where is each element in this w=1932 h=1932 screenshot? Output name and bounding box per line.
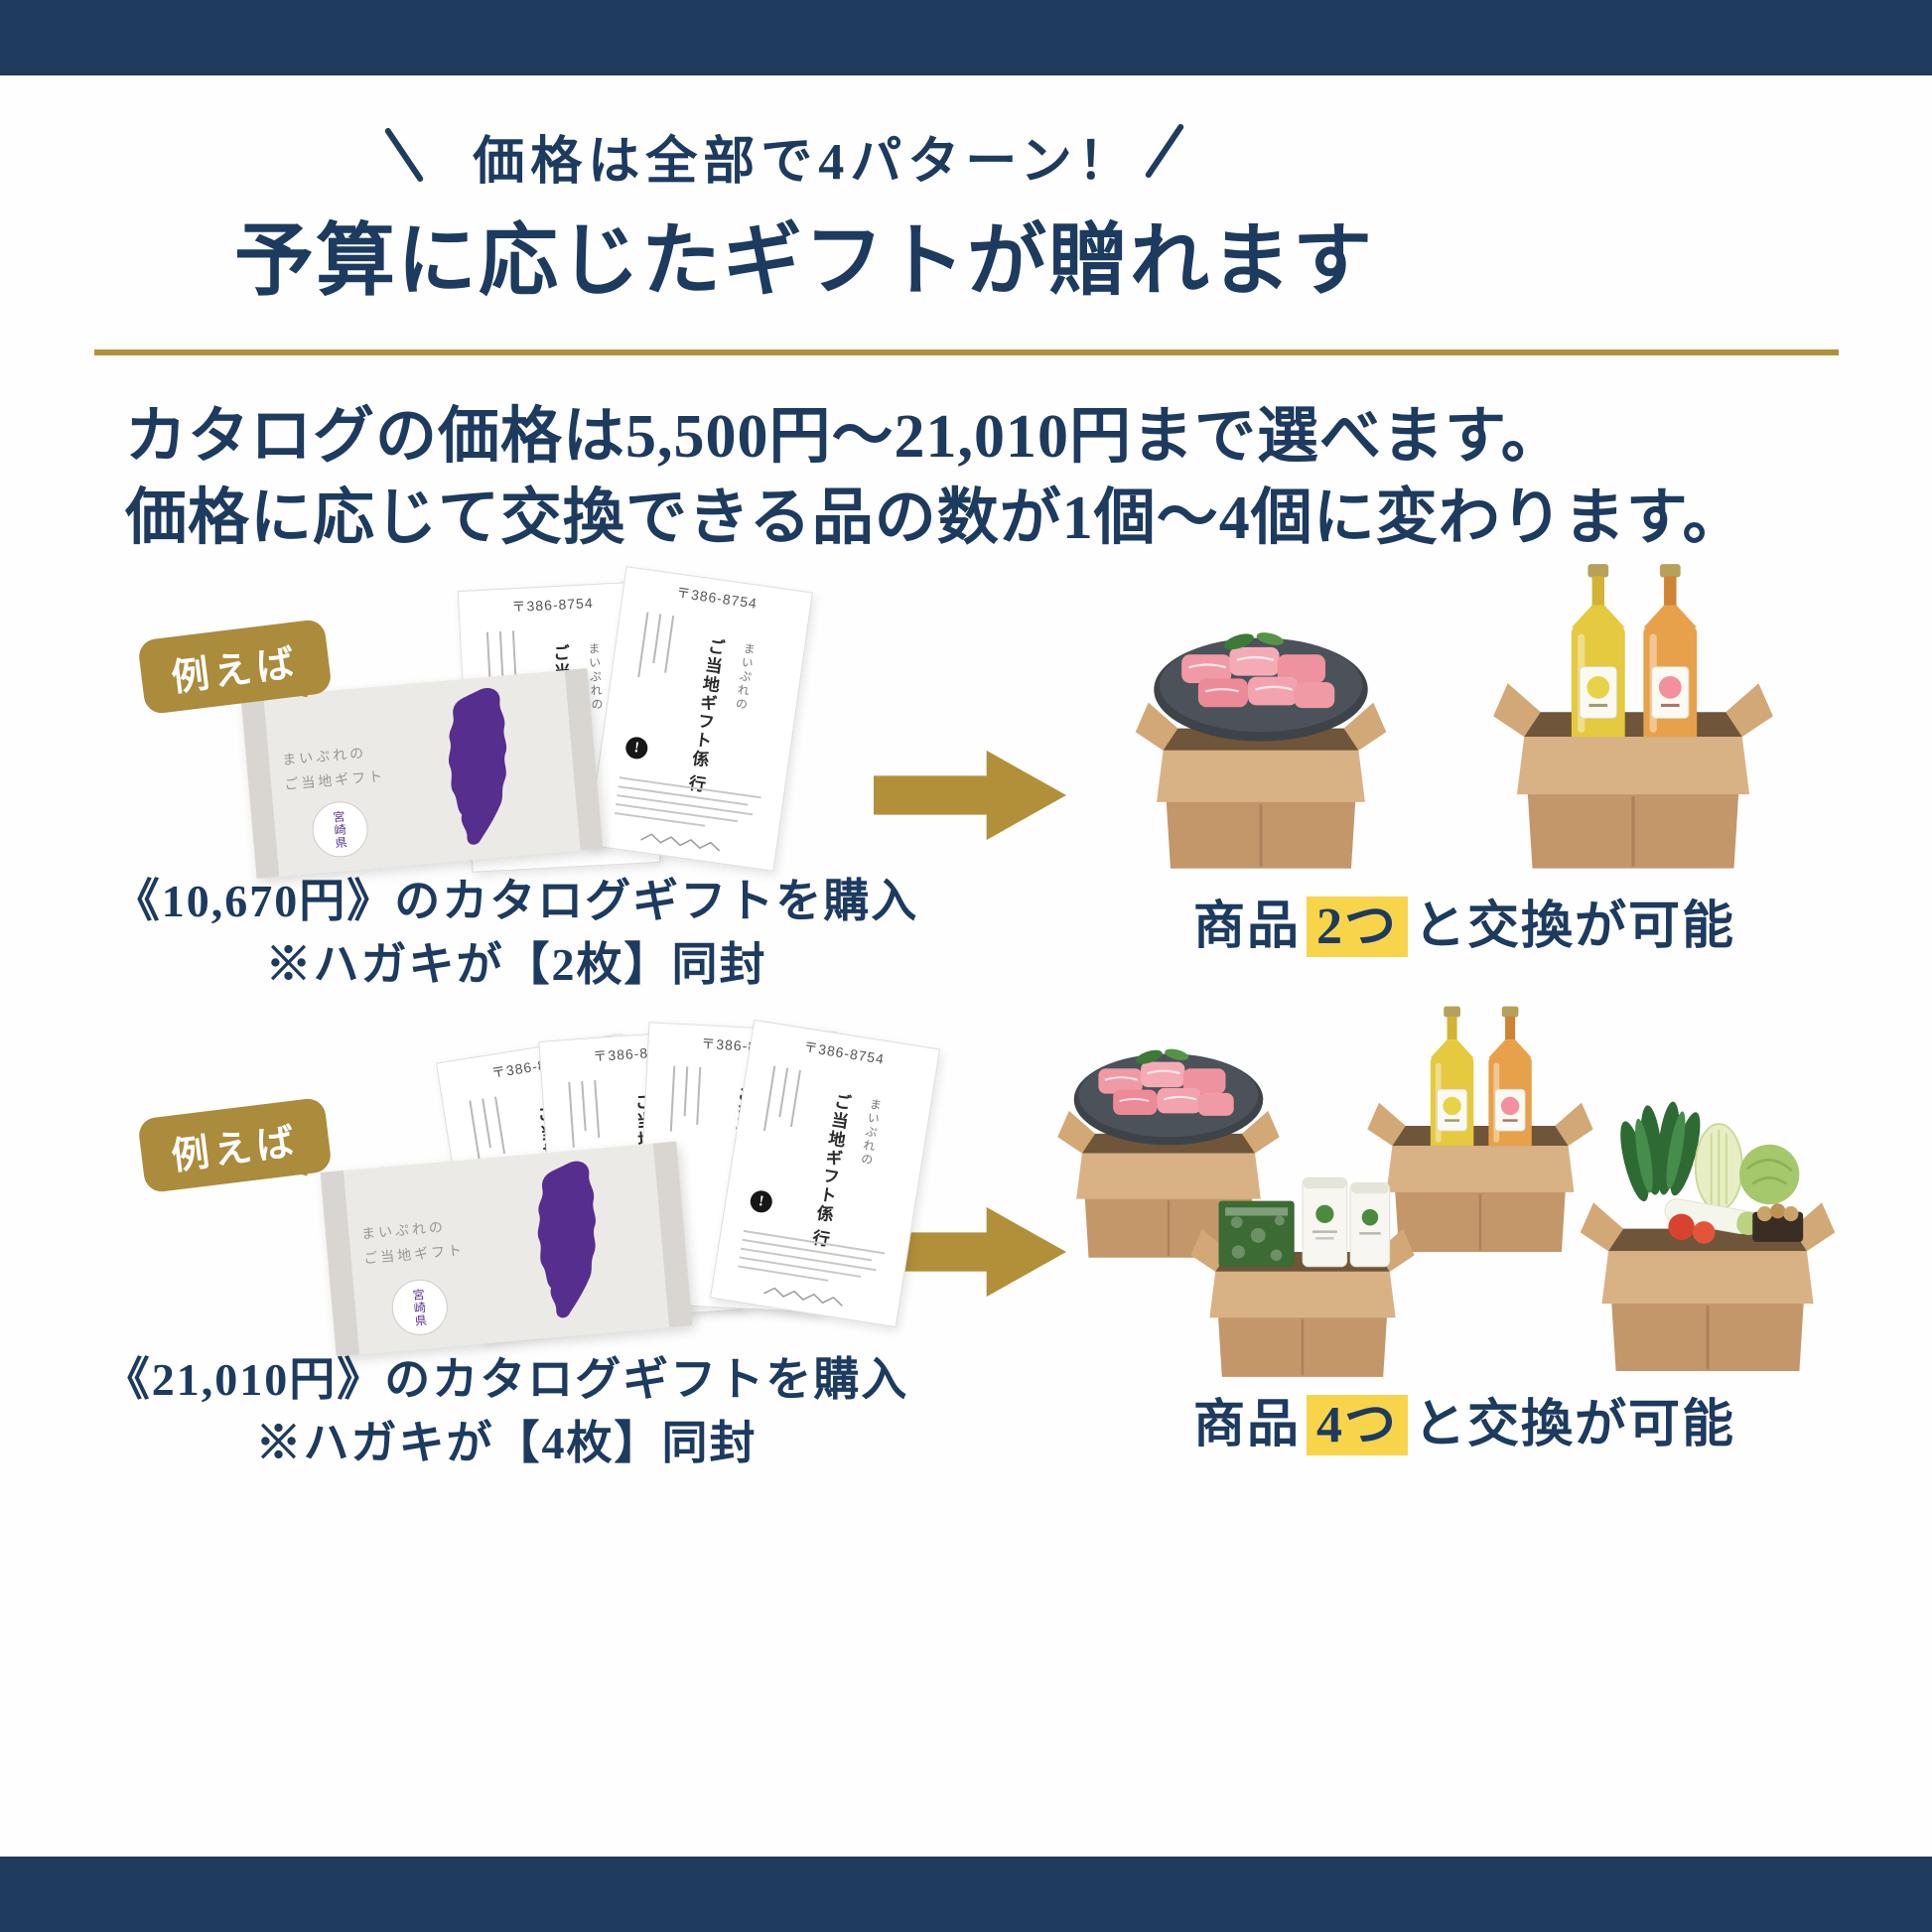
juice-gift-box-illustration [1493,564,1773,869]
reply-postcard: 〒386-8754 ご当地ギフト係 行 まいぷれの ! [587,566,813,872]
meat-gift-box-illustration [1057,1048,1280,1258]
meat-gift-box [1054,1015,1283,1259]
bottom-bar [0,1857,1932,1932]
reply-postcard: 〒386-8754 ご当地ギフト係 行 まいぷれの ! [709,1019,941,1328]
juice-gift-box [1364,1005,1596,1254]
notice-icon: ! [749,1188,774,1214]
meat-gift-box-illustration [1135,632,1387,869]
vegetable-gift-box-illustration [1580,1101,1836,1371]
postcard-address-lines [762,1065,801,1136]
vegetable-gift-box [1577,1092,1839,1373]
caption-price-line: 《10,670円》のカタログギフトを購入 [113,876,919,926]
result-prefix: 商品 [1192,1397,1301,1453]
tea-gift-box-illustration [1190,1176,1415,1377]
caption-price-line: 《21,010円》のカタログギフトを購入 [103,1354,909,1405]
postcard-zigzag [763,1287,843,1307]
intro-text: カタログの価格は5,500円〜21,010円まで選べます。 価格に応じて交換でき… [125,397,1745,560]
tea-gift-box [1187,1132,1418,1379]
prefecture-stamp: 宮崎県 [389,1277,451,1338]
gold-arrow-icon [874,750,1067,841]
example-bubble-1: 例えば [137,618,333,716]
envelope-brand: まいぷれの ご当地ギフト [360,1214,466,1273]
gold-divider [94,349,1839,355]
result-suffix: と交換が可能 [1414,1397,1736,1453]
catalog-gift-envelope: まいぷれの ご当地ギフト 宮崎県 [240,668,604,879]
catalog-gift-envelope: まいぷれの ご当地ギフト 宮崎県 [320,1141,693,1357]
postcard-address-lines [469,1096,506,1167]
highlight-count: 4つ [1306,1395,1408,1455]
intro-line-1: カタログの価格は5,500円〜21,010円まで選べます。 [125,403,1564,471]
postcard-recipient-sub: まいぷれの [733,641,758,713]
prefecture-stamp-label: 宮崎県 [410,1287,428,1327]
top-bar [0,0,1932,75]
postcard-address-lines [568,1080,601,1148]
purchase-caption-2: 《21,010円》のカタログギフトを購入 ※ハガキが【4枚】同封 [60,1348,953,1476]
result-suffix: と交換が可能 [1414,898,1736,955]
prefecture-stamp-label: 宮崎県 [331,809,348,850]
prefecture-map-icon [537,1161,596,1318]
postcard-recipient-main: ご当地ギフト係 行 [684,636,726,795]
page-title: 予算に応じたギフトが贈れます [234,218,1374,306]
tagline: 価格は全部で4パターン！ [473,134,1136,191]
juice-gift-box-illustration [1367,1006,1593,1253]
gold-arrow-icon [874,1206,1067,1298]
prefecture-map-icon [448,688,506,845]
example-bubble-2: 例えば [137,1096,333,1194]
meat-gift-box [1132,594,1390,871]
juice-gift-box [1489,562,1777,871]
postcard-fine-print [614,769,762,834]
postcard-zigzag [640,833,721,852]
postcard-address-lines [669,1065,702,1133]
notice-icon: ! [623,735,649,760]
result-prefix: 商品 [1192,898,1301,955]
purchase-caption-1: 《10,670円》のカタログギフトを購入 ※ハガキが【2枚】同封 [69,870,963,998]
postcard-recipient: ご当地ギフト係 行 まいぷれの [805,1091,885,1255]
intro-line-2: 価格に応じて交換できる品の数が1個〜4個に変わります。 [125,483,1745,552]
caption-postcard-line: ※ハガキが【2枚】同封 [265,939,767,991]
highlight-count: 2つ [1306,897,1408,957]
caption-postcard-line: ※ハガキが【4枚】同封 [255,1418,758,1469]
postcard-address-lines [637,612,675,680]
prefecture-stamp: 宮崎県 [310,799,370,860]
postcard-recipient: ご当地ギフト係 行 まいぷれの [682,636,759,800]
envelope-brand: まいぷれの ご当地ギフト [281,740,386,798]
